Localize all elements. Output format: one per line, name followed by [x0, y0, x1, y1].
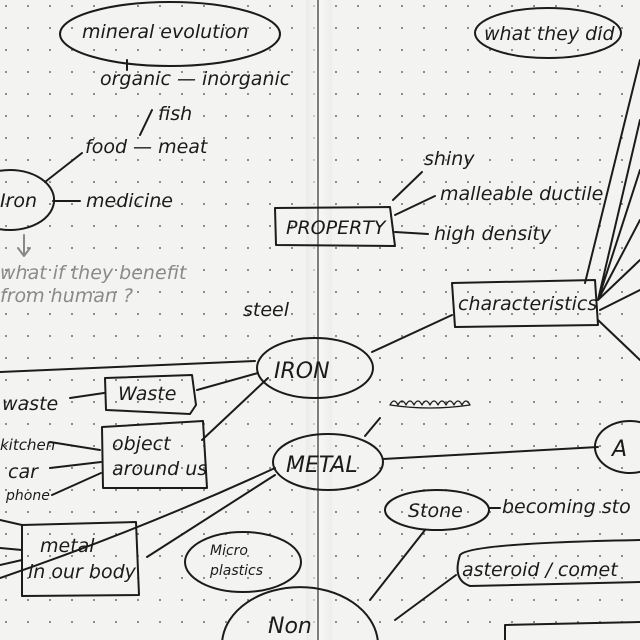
- node-food-meat: food — meat: [85, 136, 209, 158]
- node-micro-line-1: Micro: [210, 543, 248, 559]
- node-waste: waste: [2, 393, 58, 415]
- node-labels: mineral evolution organic — inorganic fi…: [0, 21, 631, 639]
- node-object-line-2: around us: [112, 458, 207, 480]
- question-line-1: what if they benefit: [0, 262, 188, 284]
- node-steel: steel: [243, 299, 290, 321]
- node-fish: fish: [158, 103, 192, 125]
- node-waste-box: Waste: [118, 383, 176, 405]
- node-asteroid-comet: asteroid / comet: [462, 559, 619, 581]
- node-metal-body-line-2: in our body: [28, 561, 137, 583]
- node-organic-inorganic: organic — inorganic: [100, 68, 291, 90]
- node-mineral-evolution: mineral evolution: [82, 21, 249, 43]
- node-non: Non: [268, 614, 312, 639]
- node-what-they-did: what they did: [484, 23, 616, 45]
- page-gutter: [306, 0, 332, 640]
- node-medicine: medicine: [86, 190, 173, 212]
- node-property: PROPERTY: [286, 217, 387, 239]
- node-high-density: high density: [434, 223, 552, 245]
- node-metal: METAL: [286, 453, 358, 478]
- node-object-line-1: object: [112, 433, 172, 455]
- node-phone: phone: [5, 488, 50, 504]
- question-line-2: from human ?: [0, 285, 133, 307]
- node-iron: IRON: [274, 359, 330, 384]
- node-characteristics: characteristics: [458, 293, 597, 315]
- node-malleable-ductile: malleable ductile: [440, 183, 603, 205]
- node-shiny: shiny: [424, 148, 475, 170]
- scribble: [389, 400, 471, 409]
- node-metal-body-line-1: metal: [40, 535, 95, 557]
- node-kitchen: kitchen: [0, 436, 55, 454]
- node-becoming: becoming sto: [502, 496, 631, 518]
- node-iron-left: Iron: [0, 190, 37, 212]
- node-a: A: [610, 437, 627, 462]
- node-car: car: [8, 461, 39, 483]
- node-micro-line-2: plastics: [209, 563, 263, 579]
- node-stone: Stone: [408, 500, 463, 522]
